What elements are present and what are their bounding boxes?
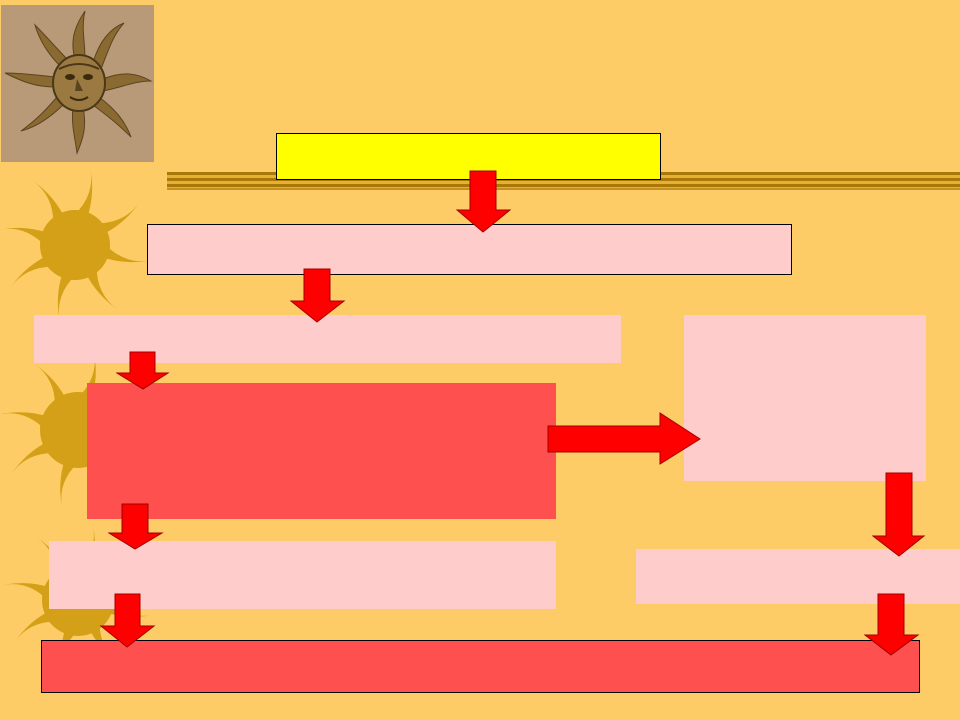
sun-ray <box>14 610 58 642</box>
arrow-down-icon <box>864 593 920 656</box>
sun-ray <box>88 620 120 664</box>
title-box <box>276 133 661 180</box>
sun-ray <box>11 441 56 475</box>
arrow-down-icon <box>872 472 926 557</box>
sun-ray <box>0 227 48 246</box>
sun-ray <box>33 363 67 408</box>
sun-ray <box>74 168 93 218</box>
sun-ray <box>95 201 141 235</box>
arrow-down-icon <box>108 503 164 550</box>
arrow-down-icon <box>456 170 512 233</box>
sun-face-relief-icon <box>1 5 154 162</box>
arrow-right-icon <box>547 412 701 465</box>
lower-right-box <box>636 549 960 604</box>
sun-ray <box>57 272 76 322</box>
level2-right-box <box>684 315 926 481</box>
sun-ray <box>31 179 65 225</box>
sun-ray <box>60 459 79 509</box>
arrow-down-icon <box>290 268 346 323</box>
level2-right-box-text <box>684 315 926 323</box>
title-box-text <box>277 134 660 142</box>
sun-ray <box>9 255 55 289</box>
sun-ray <box>102 244 152 263</box>
level1-box <box>147 224 792 275</box>
arrow-down-icon <box>100 593 156 648</box>
sun-ray <box>85 265 119 311</box>
sun-ray <box>3 583 51 601</box>
center-box <box>87 383 556 519</box>
sun-ray <box>0 412 49 431</box>
sun-icon <box>0 168 152 322</box>
bottom-box <box>41 640 920 693</box>
bottom-box-text <box>42 641 919 649</box>
arrow-down-icon <box>116 351 170 390</box>
sun-ray <box>61 627 79 675</box>
